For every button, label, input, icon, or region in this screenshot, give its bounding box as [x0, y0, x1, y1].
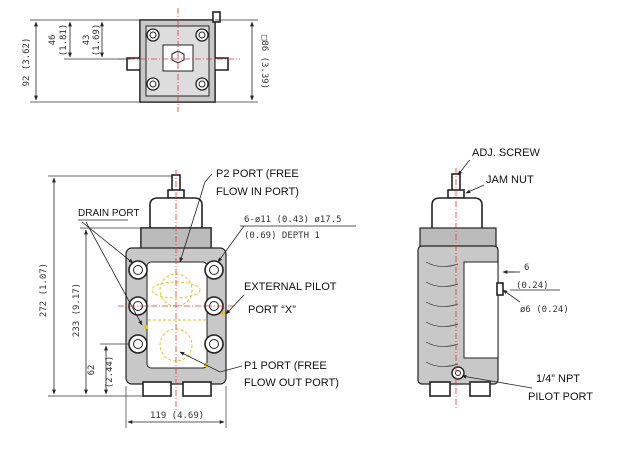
top-view-bolt [195, 77, 209, 91]
top-view-bolt [195, 28, 209, 42]
side-view: ADJ. SCREW JAM NUT 6 (0.24) ø6 (0.24) 1/… [417, 147, 593, 410]
dim-86-label: □86 (3.39) [259, 35, 269, 89]
dim-62-inch-label: (2.44) [105, 356, 115, 389]
drain-port-label: DRAIN PORT [78, 208, 140, 219]
front-view: 272 (1.07) 233 (9.17) 62 (2.44) 119 (4.6… [39, 168, 356, 428]
dim-272-label: 272 (1.07) [39, 263, 49, 317]
p1-port-label-line1: P1 PORT (FREE [244, 360, 327, 372]
holes-callout-line2: (0.69) DEPTH 1 [244, 231, 320, 241]
port-x-label: PORT “X” [248, 304, 296, 316]
dim-62-label: 62 [87, 365, 97, 376]
top-view-bolt [146, 28, 160, 42]
dim-92-label: 92 (3.62) [22, 38, 32, 87]
dim-46-inch-label: (1.81) [59, 24, 69, 57]
p2-port-label-line1: P2 PORT (FREE [216, 168, 299, 180]
front-bolt [204, 260, 224, 280]
dim-46-label: 46 [48, 35, 58, 46]
front-bolt [204, 334, 224, 354]
p2-port-label-line2: FLOW IN PORT) [216, 186, 299, 198]
top-view: 92 (3.62) 46 (1.81) 43 (1.69) □86 (3.39) [22, 8, 269, 112]
dim-43-label: 43 [82, 35, 92, 46]
dim-43-inch-label: (1.69) [92, 24, 102, 57]
external-pilot-label: EXTERNAL PILOT [244, 281, 337, 293]
dim-phi6-label: ø6 (0.24) [520, 305, 569, 315]
p1-port-label-line2: FLOW OUT PORT) [244, 377, 339, 389]
dim-6-label: 6 [524, 263, 529, 273]
dim-119-label: 119 (4.69) [150, 411, 204, 421]
top-view-bolt [146, 77, 160, 91]
front-bolt [128, 334, 148, 354]
front-bolt [128, 260, 148, 280]
dim-6-inch-label: (0.24) [516, 281, 549, 291]
npt-label-line1: 1/4” NPT [536, 373, 580, 385]
jam-nut-label: JAM NUT [486, 174, 534, 186]
adj-screw-label: ADJ. SCREW [472, 147, 540, 159]
npt-label-line2: PILOT PORT [528, 391, 593, 403]
dim-233-label: 233 (9.17) [72, 283, 82, 337]
holes-callout-line1: 6-ø11 (0.43) ø17.5 [244, 215, 342, 225]
